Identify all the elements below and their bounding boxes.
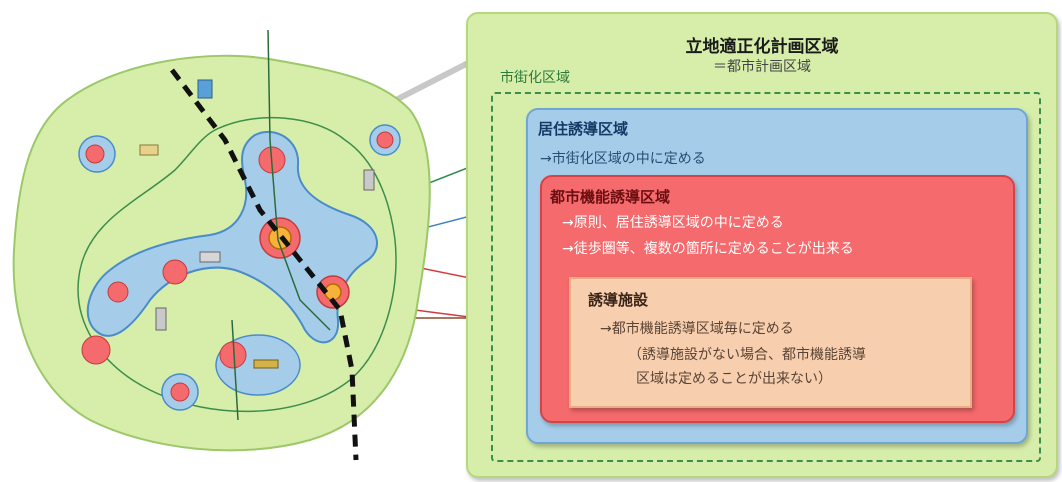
railway-line — [170, 68, 359, 461]
building-icon-5 — [363, 169, 375, 191]
function-zone-west — [162, 259, 188, 285]
facility-box — [569, 277, 972, 408]
facility-note-3: 区域は定めることが出来ない） — [636, 371, 832, 387]
urban-area-outline — [77, 116, 397, 413]
city-map-illustration — [12, 29, 470, 461]
building-icon-6 — [253, 359, 279, 369]
facility-note-2: （誘導施設がない場合、都市機能誘導 — [628, 347, 866, 363]
building-icon-2 — [139, 144, 159, 156]
plan-area-subtitle: ＝都市計画区域 — [713, 59, 811, 75]
residential-area-note: →市街化区域の中に定める — [540, 151, 706, 167]
facility-note-1: →都市機能誘導区域毎に定める — [600, 321, 794, 337]
building-icon-4 — [155, 307, 167, 331]
residential-area-title: 居住誘導区域 — [538, 120, 629, 138]
road-south — [231, 319, 239, 421]
function-zone-sw — [107, 281, 129, 303]
function-area-note-1: →原則、居住誘導区域の中に定める — [562, 215, 784, 231]
connector-line-plan — [386, 59, 470, 107]
function-zone-ne — [376, 131, 394, 149]
urban-area-title: 市街化区域 — [500, 70, 570, 86]
function-zone-nw — [85, 144, 105, 164]
residential-pocket-6 — [81, 335, 111, 365]
function-area-note-2: →徒歩圏等、複数の箇所に定めることが出来る — [562, 241, 854, 257]
residential-area-shape — [86, 130, 378, 344]
facility-title: 誘導施設 — [588, 291, 649, 309]
function-zone-s — [170, 382, 190, 402]
plan-area-title: 立地適正化計画区域 — [685, 37, 839, 57]
building-icon-3 — [199, 251, 221, 263]
main-road — [267, 29, 331, 331]
building-icon-1 — [197, 79, 213, 99]
urban-area-box — [491, 92, 1041, 462]
function-area-title: 都市機能誘導区域 — [550, 188, 671, 206]
